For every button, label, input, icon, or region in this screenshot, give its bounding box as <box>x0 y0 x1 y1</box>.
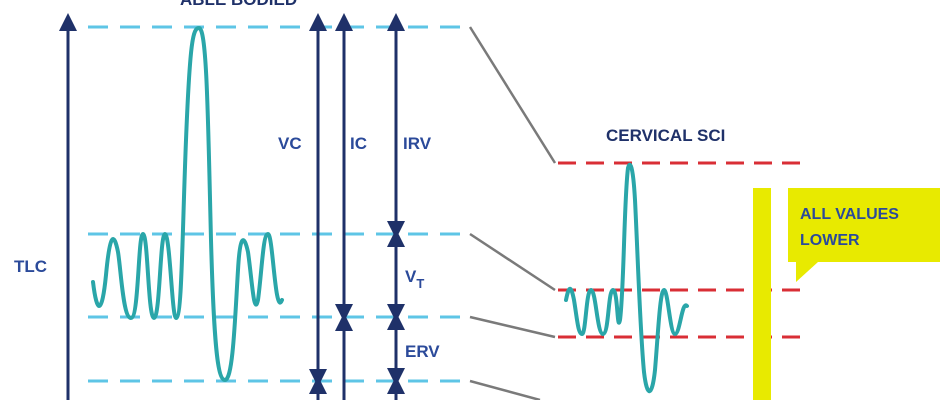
vt-label: VT <box>405 267 424 291</box>
able-bodied-title: ABLE BODIED <box>180 0 297 9</box>
connector-lines <box>468 26 557 402</box>
ic-label: IC <box>350 134 367 153</box>
yellow-indicator-bar <box>753 188 771 400</box>
callout-line-2: LOWER <box>800 232 860 249</box>
irv-label: IRV <box>403 134 432 153</box>
vt-subscript-text: T <box>416 276 424 291</box>
connector-top <box>468 26 557 164</box>
tlc-label: TLC <box>14 257 47 276</box>
able-bodied-breathing-trace <box>91 26 284 382</box>
vt-main-text: V <box>405 267 417 286</box>
all-values-lower-callout <box>788 188 940 282</box>
connector-tidal-bottom <box>469 315 556 339</box>
able-bodied-level-lines <box>88 25 470 383</box>
measurement-arrows <box>59 13 405 400</box>
erv-label: ERV <box>405 342 440 361</box>
cervical-sci-title: CERVICAL SCI <box>606 126 725 145</box>
callout-line-1: ALL VALUES <box>800 206 899 223</box>
connector-tidal-top <box>469 232 556 292</box>
vc-label: VC <box>278 134 302 153</box>
cervical-breathing-trace <box>564 162 689 394</box>
connector-residual <box>469 379 541 402</box>
